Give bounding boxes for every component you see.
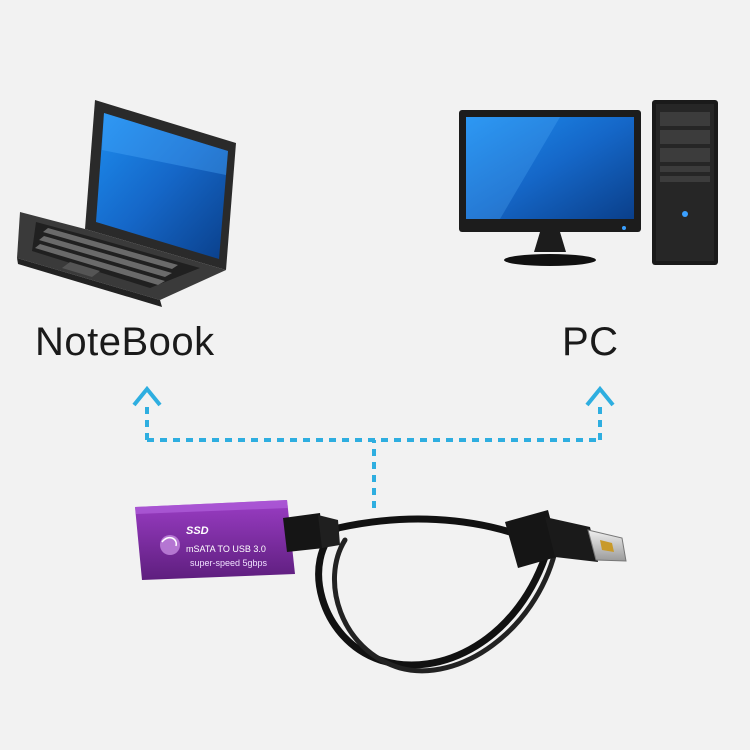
msata-usb-adapter-icon [135,500,340,580]
adapter-speed-text: super-speed 5gbps [190,558,268,568]
notebook-label: NoteBook [35,320,215,364]
pc-label: PC [562,320,619,364]
arrowhead-right [585,385,615,407]
connection-arrows [145,402,602,508]
adapter-brand-text: SSD [186,525,209,537]
usb-a-plug-icon [505,510,627,568]
desktop-computer-icon [459,100,718,266]
laptop-icon [17,100,236,307]
adapter-model-text: mSATA TO USB 3.0 [186,544,266,554]
arrowhead-left [132,385,162,407]
usb-cable [315,515,558,674]
